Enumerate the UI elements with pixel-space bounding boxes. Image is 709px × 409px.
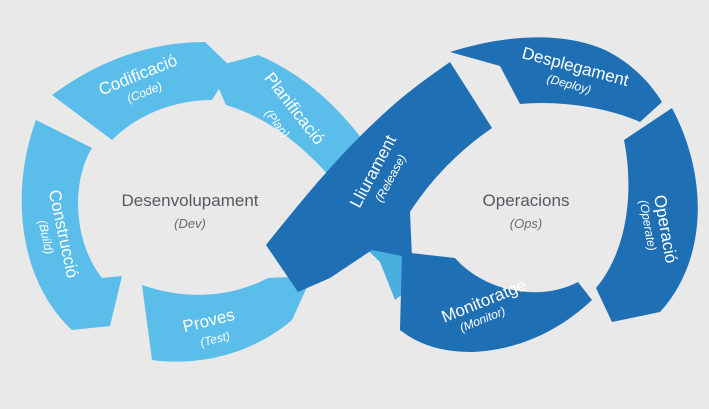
segment-deploy bbox=[450, 37, 662, 122]
segment-monitor bbox=[400, 252, 592, 352]
segment-code bbox=[52, 42, 232, 140]
dev-center-subtitle: (Dev) bbox=[174, 216, 206, 231]
segment-operate bbox=[596, 108, 698, 322]
ops-center-title: Operacions bbox=[483, 191, 570, 210]
dev-center-title: Desenvolupament bbox=[121, 191, 258, 210]
segment-test bbox=[142, 276, 312, 362]
segment-build bbox=[21, 120, 122, 330]
ops-center-subtitle: (Ops) bbox=[510, 216, 543, 231]
segment-release bbox=[266, 62, 492, 292]
